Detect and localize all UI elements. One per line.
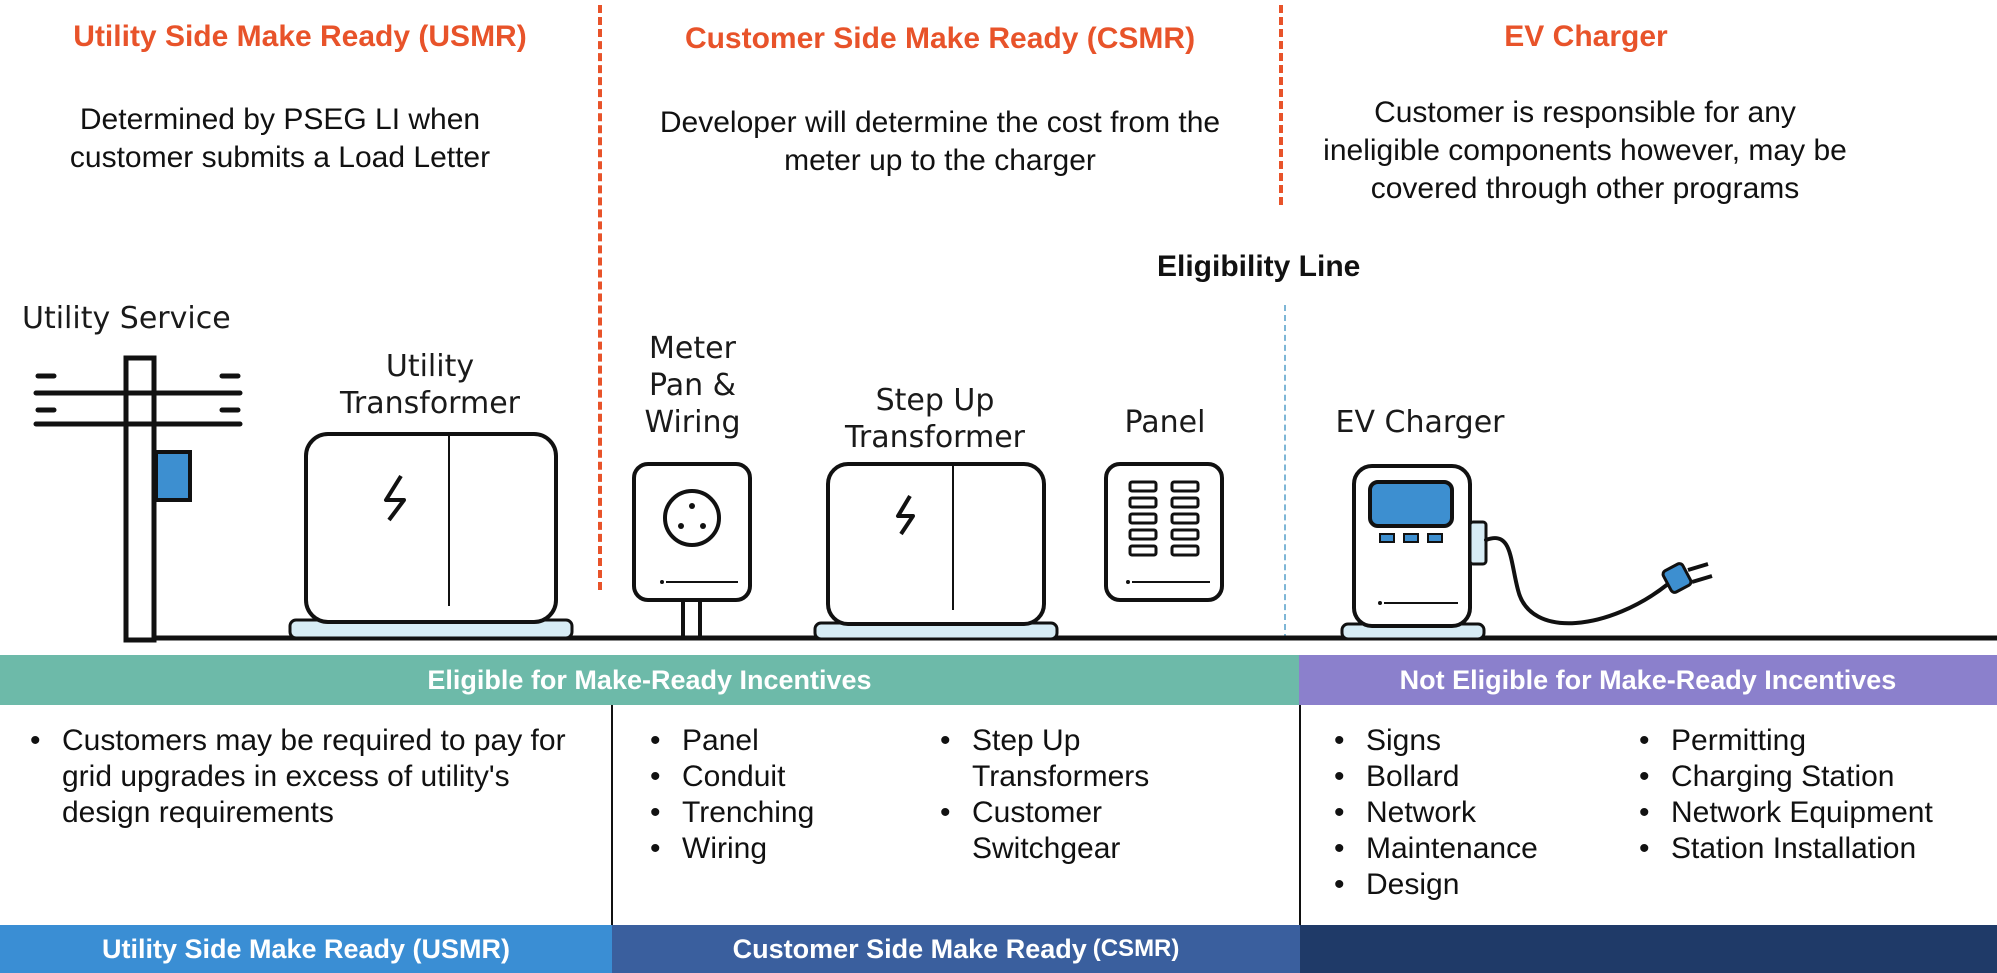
csmr-title: Customer Side Make Ready (CSMR) xyxy=(684,22,1196,55)
list-item: Permitting xyxy=(1637,723,1967,759)
list-item: Network xyxy=(1332,795,1602,831)
list-divider-csmr-ev xyxy=(1299,705,1301,925)
not-eligible-list-col2: Permitting Charging Station Network Equi… xyxy=(1637,723,1967,867)
utility-service-label: Utility Service xyxy=(22,301,231,336)
utility-transformer-icon xyxy=(288,432,574,640)
footer-csmr: Customer Side Make Ready (CSMR) xyxy=(612,925,1300,973)
equipment-illustration xyxy=(33,355,1997,643)
meter-pan-icon xyxy=(632,462,752,638)
list-item: Conduit xyxy=(648,759,888,795)
csmr-ev-divider xyxy=(1279,5,1283,205)
csmr-description: Developer will determine the cost from t… xyxy=(659,106,1221,177)
footer-usmr: Utility Side Make Ready (USMR) xyxy=(0,925,612,973)
meter-label: Meter Pan & Wiring xyxy=(620,330,765,441)
utility-transformer-label-line1: Utility xyxy=(385,349,475,384)
list-item: Charging Station xyxy=(1637,759,1967,795)
list-item: Design xyxy=(1332,867,1602,903)
list-item: Bollard xyxy=(1332,759,1602,795)
list-item: Customers may be required to pay for gri… xyxy=(28,723,568,831)
not-eligible-band-label: Not Eligible for Make-Ready Incentives xyxy=(1399,664,1897,695)
footer-ev xyxy=(1300,925,1997,973)
ev-charger-label: EV Charger xyxy=(1335,405,1505,440)
eligible-list-col2: Step Up Transformers Customer Switchgear xyxy=(938,723,1208,867)
stepup-label-line2: Transformer xyxy=(844,420,1025,455)
eligibility-line xyxy=(1284,305,1286,640)
list-item: Network Equipment xyxy=(1637,795,1967,831)
usmr-note-list: Customers may be required to pay for gri… xyxy=(28,723,568,831)
panel-label: Panel xyxy=(1124,405,1206,440)
ev-charger-icon xyxy=(1340,464,1713,641)
meter-label-line2: Pan & xyxy=(648,368,737,403)
list-item: Maintenance xyxy=(1332,831,1602,867)
list-item: Panel xyxy=(648,723,888,759)
usmr-description: Determined by PSEG LI when customer subm… xyxy=(69,103,491,174)
eligible-band-label: Eligible for Make-Ready Incentives xyxy=(427,664,872,695)
list-item: Trenching xyxy=(648,795,888,831)
stepup-transformer-label: Step Up Transformer xyxy=(825,382,1045,456)
utility-transformer-label-line2: Transformer xyxy=(339,386,520,421)
panel-icon xyxy=(1104,462,1224,602)
ev-title: EV Charger xyxy=(1504,20,1668,53)
list-item: Station Installation xyxy=(1637,831,1967,867)
utility-pole-icon xyxy=(33,355,243,643)
meter-label-line3: Wiring xyxy=(644,405,741,440)
footer-csmr-suffix: (CSMR) xyxy=(1092,935,1180,962)
eligible-band: Eligible for Make-Ready Incentives xyxy=(0,655,1299,705)
footer-usmr-label: Utility Side Make Ready (USMR) xyxy=(101,933,511,964)
ev-description: Customer is responsible for any ineligib… xyxy=(1323,96,1847,205)
eligible-list-col1: Panel Conduit Trenching Wiring xyxy=(648,723,888,867)
not-eligible-band: Not Eligible for Make-Ready Incentives xyxy=(1299,655,1997,705)
meter-label-line1: Meter xyxy=(649,331,736,366)
list-divider-usmr-csmr xyxy=(611,705,613,925)
stepup-label-line1: Step Up xyxy=(875,383,995,418)
usmr-csmr-divider xyxy=(598,5,602,590)
footer-csmr-label: Customer Side Make Ready xyxy=(732,933,1087,964)
not-eligible-list-col1: Signs Bollard Network Maintenance Design xyxy=(1332,723,1602,903)
usmr-title: Utility Side Make Ready (USMR) xyxy=(73,20,527,53)
utility-transformer-label: Utility Transformer xyxy=(320,348,540,422)
list-item: Signs xyxy=(1332,723,1602,759)
eligibility-line-label: Eligibility Line xyxy=(1157,250,1361,283)
stepup-transformer-icon xyxy=(813,462,1059,641)
list-item: Wiring xyxy=(648,831,888,867)
list-item: Customer Switchgear xyxy=(938,795,1208,867)
list-item: Step Up Transformers xyxy=(938,723,1208,795)
